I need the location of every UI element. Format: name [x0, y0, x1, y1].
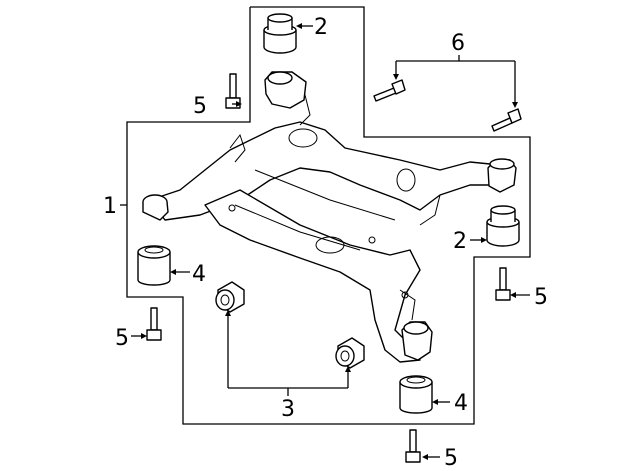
small-bolt-left [373, 79, 406, 102]
callout-bolt-right: 5 [534, 285, 548, 310]
assembly-boundary [126, 6, 531, 425]
callout-upper-mount-top: 2 [314, 15, 328, 40]
callout-bolt-bottom: 5 [444, 446, 458, 471]
callout-bolt-left: 5 [115, 326, 129, 351]
frame-mount-bottom [401, 321, 433, 361]
upper-mount-top [263, 13, 297, 54]
front-bushing-left [215, 281, 245, 313]
bolt-right [495, 267, 511, 301]
callout-front-bushings: 3 [281, 397, 295, 422]
frame-mount-top [264, 71, 307, 109]
callout-small-bolts: 6 [451, 31, 465, 56]
upper-mount-right [486, 205, 520, 247]
subframe [149, 94, 516, 363]
callout-frame: 1 [103, 194, 117, 219]
bolt-left [146, 307, 162, 341]
callout-lower-mount-right: 4 [454, 391, 468, 416]
lower-mount-right [399, 375, 433, 414]
small-bolt-right [491, 108, 522, 132]
leader-lines [120, 23, 530, 460]
lower-mount-left [137, 245, 171, 286]
frame-mount-left [142, 194, 169, 221]
callout-lower-mount-left: 4 [192, 262, 206, 287]
bolt-bottom [405, 429, 421, 463]
callout-upper-mount-right: 2 [453, 229, 467, 254]
frame-mount-right [487, 158, 517, 193]
callout-bolt-top: 5 [193, 94, 207, 119]
front-bushing-right [335, 337, 365, 369]
